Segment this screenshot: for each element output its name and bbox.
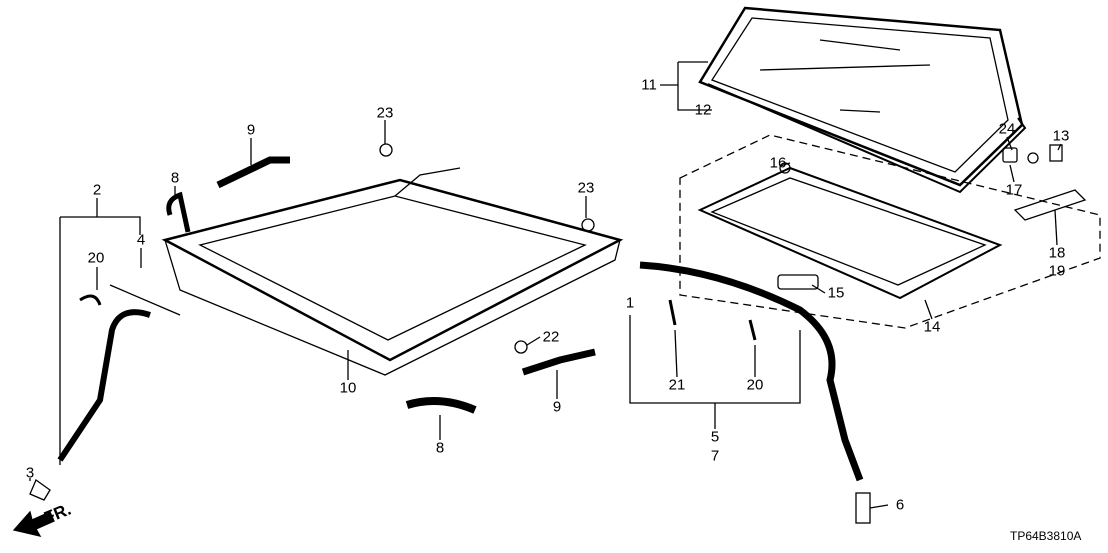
callout-10: 10 — [339, 379, 357, 397]
callout-23: 23 — [376, 104, 394, 122]
front-arrow-icon — [12, 510, 55, 537]
callout-20: 20 — [87, 249, 105, 267]
callout-17: 17 — [1005, 181, 1023, 199]
callout-9: 9 — [552, 398, 562, 416]
sunshade-frame — [697, 166, 1003, 300]
callout-23: 23 — [577, 179, 595, 197]
callout-6: 6 — [895, 496, 905, 514]
callout-20: 20 — [746, 376, 764, 394]
drain-tube-front-right — [629, 261, 871, 524]
clip-parts — [779, 144, 1087, 221]
callout-2: 2 — [92, 181, 102, 199]
diagram-code: TP64B3810A — [1010, 529, 1082, 543]
callout-7: 7 — [710, 447, 720, 465]
callout-3: 3 — [25, 464, 35, 482]
callout-12: 12 — [694, 101, 712, 119]
seal-9-bottom — [521, 348, 596, 376]
callout-19: 19 — [1048, 262, 1066, 280]
callout-21: 21 — [668, 376, 686, 394]
seal-8-bottom — [405, 397, 477, 414]
callout-9: 9 — [246, 121, 256, 139]
callout-4: 4 — [136, 231, 146, 249]
callout-1: 1 — [625, 294, 635, 312]
leader-lines — [29, 61, 1062, 509]
callout-8: 8 — [435, 439, 445, 457]
glass-panel — [698, 6, 1024, 187]
callout-22: 22 — [542, 328, 560, 346]
callout-13: 13 — [1052, 127, 1070, 145]
callout-24: 24 — [998, 120, 1016, 138]
seal-9-top — [216, 156, 290, 189]
callout-15: 15 — [827, 284, 845, 302]
sunshade-boundary — [679, 134, 1101, 329]
callout-5: 5 — [710, 428, 720, 446]
callout-18: 18 — [1048, 244, 1066, 262]
sunroof-frame — [161, 143, 624, 376]
callout-8: 8 — [170, 169, 180, 187]
drain-tube-front-left — [29, 216, 181, 501]
glass-seal — [707, 83, 1027, 194]
callout-16: 16 — [769, 154, 787, 172]
seal-8-top — [166, 191, 191, 233]
callout-11: 11 — [641, 76, 657, 94]
callout-14: 14 — [923, 318, 941, 336]
